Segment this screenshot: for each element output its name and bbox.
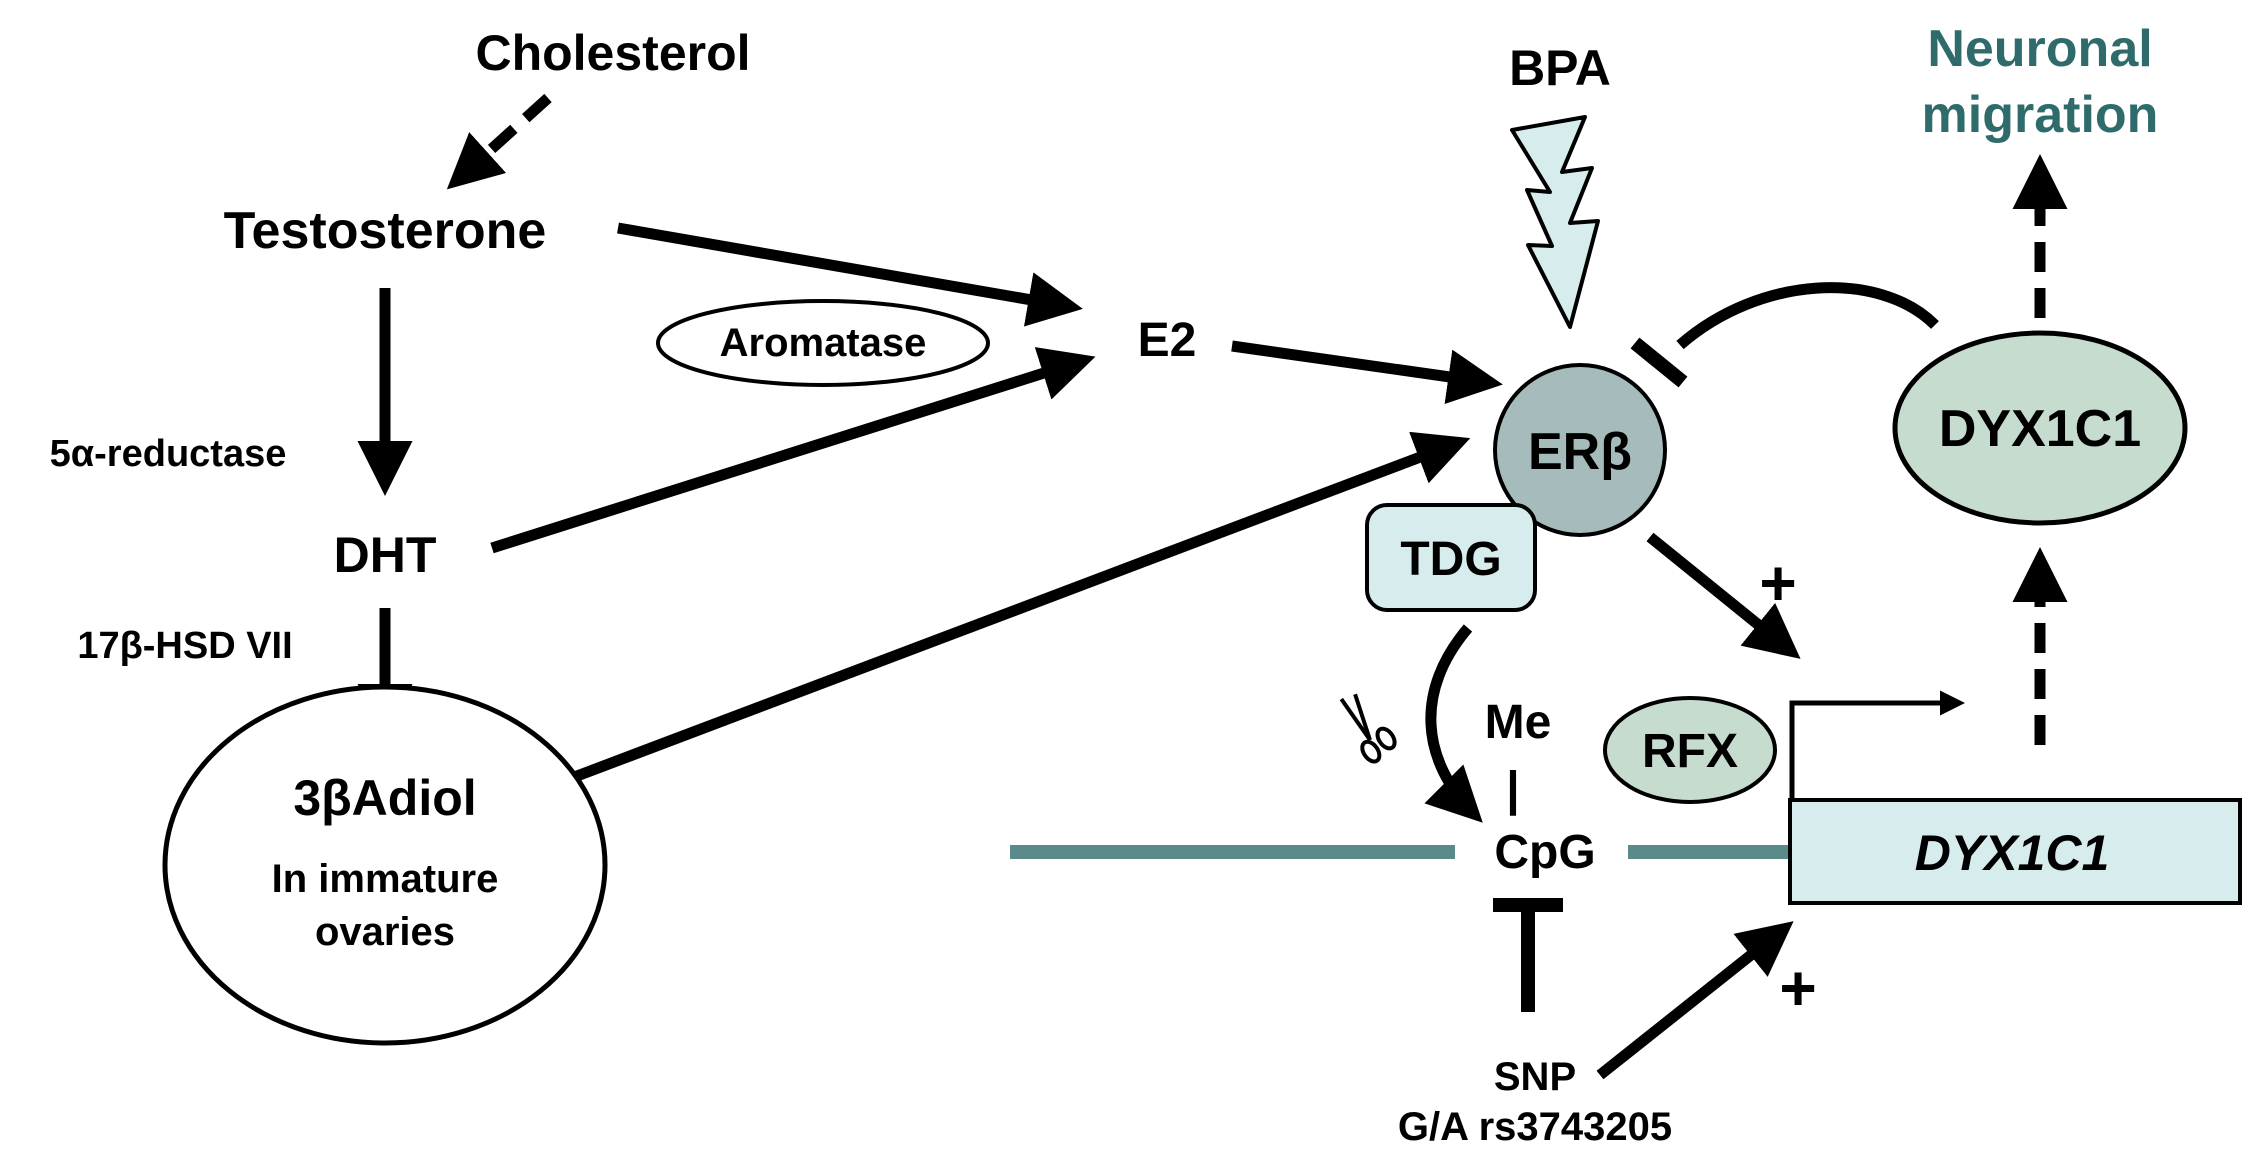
label-snp-id: G/A rs3743205 (1398, 1105, 1672, 1149)
label-snp: SNP (1494, 1055, 1576, 1099)
aromatase-enzyme (656, 299, 990, 387)
lightning-bolt-icon (1510, 115, 1600, 329)
label-er-beta: ERβ (1528, 423, 1632, 481)
arrow-tdg-to-cpg (1424, 624, 1483, 823)
label-rfx: RFX (1642, 725, 1738, 778)
label-17b-hsd: 17β-HSD VII (77, 625, 292, 667)
er-beta-receptor (1493, 363, 1667, 537)
label-cholesterol: Cholesterol (475, 25, 750, 81)
arrow-cholesterol-to-testosterone (446, 93, 552, 190)
label-cpg: CpG (1494, 826, 1595, 879)
label-aromatase: Aromatase (720, 321, 927, 365)
arrow-e2-to-erbeta (1231, 340, 1503, 405)
adiol-compartment (162, 684, 608, 1046)
transcription-start-arrow (1789, 690, 1965, 803)
dyx1c1-protein (1892, 330, 2188, 526)
scissors-icon (1339, 693, 1397, 764)
label-adiol: 3βAdiol (293, 770, 476, 826)
label-5a-reductase: 5α-reductase (50, 433, 287, 475)
label-tdg: TDG (1400, 533, 1501, 586)
arrow-snp-to-gene (1596, 921, 1794, 1080)
label-bpa: BPA (1509, 40, 1611, 96)
dyx1c1-gene (1788, 798, 2242, 905)
label-e2: E2 (1138, 314, 1197, 367)
label-adiol-note-line1: In immature (272, 857, 499, 901)
arrow-erbeta-to-gene (1646, 532, 1801, 659)
arrow-adiol-to-erbeta (538, 431, 1471, 796)
arrow-dht-to-e2 (490, 347, 1096, 554)
label-adiol-note-line2: ovaries (315, 910, 455, 954)
inhibition-bar-erbeta (1630, 337, 1688, 388)
label-testosterone: Testosterone (224, 202, 547, 260)
label-methyl: Me (1485, 696, 1552, 749)
label-protein: DYX1C1 (1939, 400, 2141, 458)
label-plus-upper: + (1759, 547, 1796, 619)
arrow-testosterone-to-e2 (617, 222, 1083, 327)
inhibition-protein-to-erbeta (1676, 282, 1939, 350)
rfx-factor (1603, 696, 1777, 804)
label-outcome-line1: Neuronal (1927, 20, 2152, 78)
label-gene: DYX1C1 (1915, 825, 2110, 881)
tdg-enzyme (1365, 503, 1537, 612)
label-plus-lower: + (1779, 952, 1816, 1024)
methyl-bond: | (1506, 763, 1519, 816)
label-outcome-line2: migration (1922, 86, 2159, 144)
label-dht: DHT (334, 527, 437, 583)
